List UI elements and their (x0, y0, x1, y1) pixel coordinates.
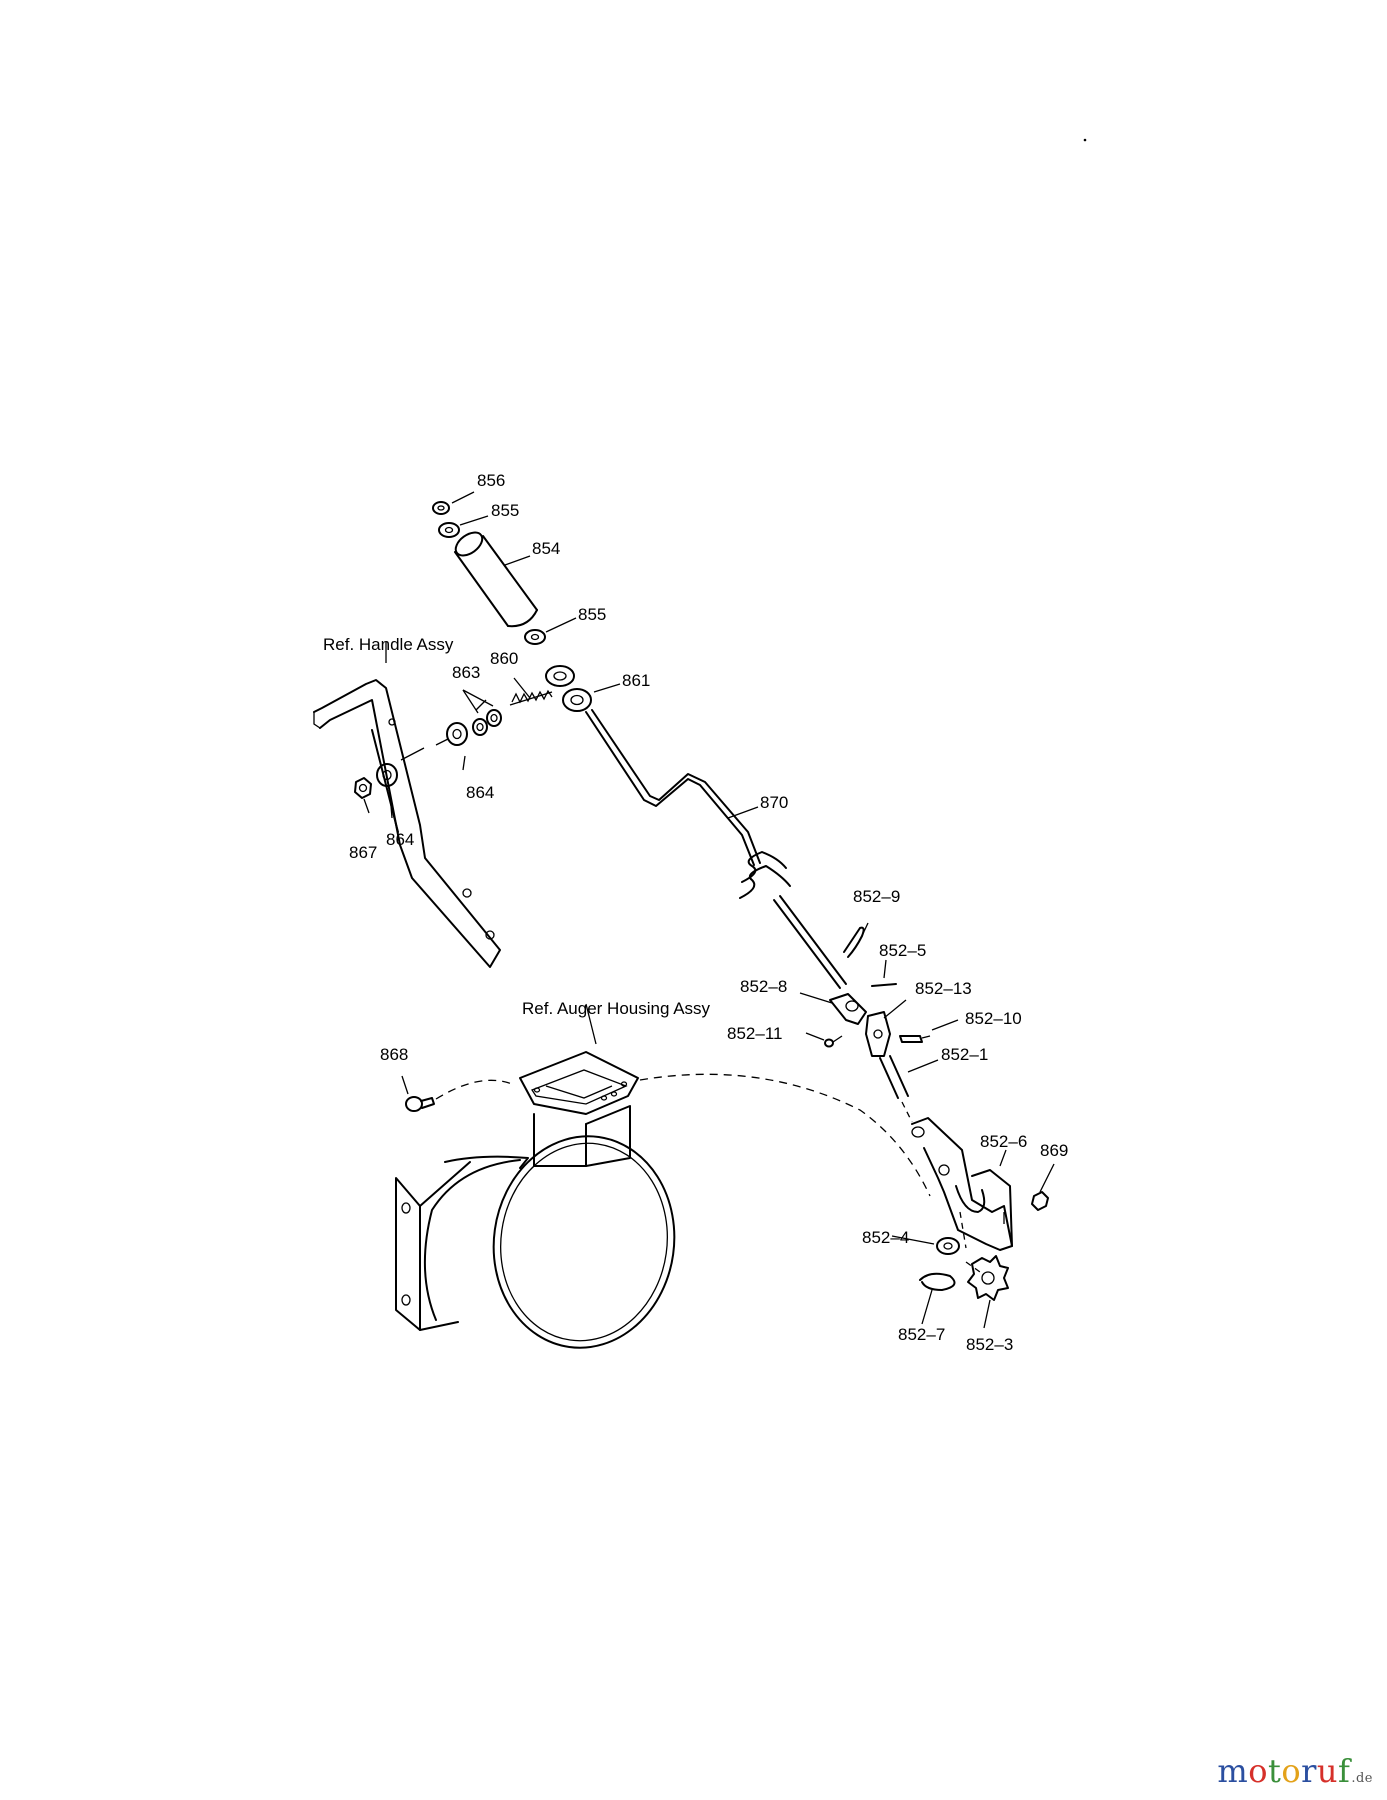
callout-ref-auger-housing-assy: Ref. Auger Housing Assy (522, 999, 711, 1018)
part-854-grip-tube (454, 531, 538, 628)
callout-869: 869 (1040, 1141, 1068, 1160)
callout-861: 861 (622, 671, 650, 690)
crank-eye-ring (545, 665, 575, 687)
part-855-washer-top (438, 522, 460, 538)
motoruf-watermark-logo: motoruf.de (1217, 1752, 1373, 1790)
callout-856: 856 (477, 471, 505, 490)
callout-852-8: 852–8 (740, 977, 787, 996)
part-861-bushing (562, 688, 592, 712)
watermark-letter: m (1217, 1752, 1249, 1790)
watermark-letter: o (1248, 1752, 1268, 1790)
leader-lines (363, 491, 1055, 1329)
part-852-6-bracket (911, 1117, 1013, 1251)
callout-852-9: 852–9 (853, 887, 900, 906)
part-852-7-clip (919, 1272, 956, 1291)
part-852-3-knob (967, 1255, 1009, 1301)
part-855-washer-lower (524, 629, 546, 645)
part-852-11-bolt (824, 1035, 843, 1048)
part-867-locknut (354, 777, 372, 799)
part-863-washers (472, 709, 502, 736)
callout-868: 868 (380, 1045, 408, 1064)
watermark-letter: o (1281, 1752, 1302, 1790)
watermark-letter: f (1338, 1752, 1351, 1790)
linkage-assembly-lines (901, 1101, 981, 1273)
callout-852-3: 852–3 (966, 1335, 1013, 1354)
callout-852-13: 852–13 (915, 979, 972, 998)
scan-speck (1083, 138, 1087, 142)
callout-855-lower: 855 (578, 605, 606, 624)
watermark-letters: motoruf (1217, 1752, 1350, 1790)
callout-852-11: 852–11 (727, 1024, 782, 1043)
watermark-letter: t (1267, 1752, 1282, 1790)
callout-854: 854 (532, 539, 560, 558)
callout-ref-handle-assy: Ref. Handle Assy (323, 635, 454, 654)
assembly-axis-line (400, 738, 449, 761)
part-852-10-bolt (899, 1035, 931, 1043)
callout-852-1: 852–1 (941, 1045, 988, 1064)
watermark-letter: u (1316, 1752, 1338, 1790)
callout-855-upper: 855 (491, 501, 519, 520)
part-860-spring (509, 689, 553, 706)
callout-852-6: 852–6 (980, 1132, 1027, 1151)
callout-864-lower: 864 (386, 830, 414, 849)
watermark-letter: r (1301, 1752, 1317, 1790)
part-852-4-washer (936, 1237, 960, 1255)
part-868-bolt (405, 1096, 435, 1112)
callout-852-10: 852–10 (965, 1009, 1022, 1028)
part-852-9-cotter-pin (843, 926, 865, 958)
callout-863: 863 (452, 663, 480, 682)
ref-auger-housing-assembly (395, 1051, 676, 1349)
part-852-1-shaft (879, 1055, 909, 1099)
callout-852-7: 852–7 (898, 1325, 945, 1344)
part-870-rod (585, 709, 847, 989)
part-869-nut (1031, 1191, 1049, 1211)
callout-852-5: 852–5 (879, 941, 926, 960)
part-852-5-pin (871, 983, 897, 987)
callout-864-upper: 864 (466, 783, 494, 802)
callout-870: 870 (760, 793, 788, 812)
callout-867: 867 (349, 843, 377, 862)
watermark-suffix: .de (1351, 1771, 1373, 1786)
ref-handle-assembly (313, 679, 501, 968)
part-852-13-clevis (865, 1011, 891, 1057)
part-864-washer-a (446, 722, 468, 746)
callout-860: 860 (490, 649, 518, 668)
part-852-8-clevis (829, 993, 867, 1025)
part-864-washer-b (376, 763, 398, 787)
callout-852-4: 852–4 (862, 1228, 909, 1247)
mounting-dash-lines (435, 1073, 931, 1197)
part-856-nut (432, 501, 450, 515)
